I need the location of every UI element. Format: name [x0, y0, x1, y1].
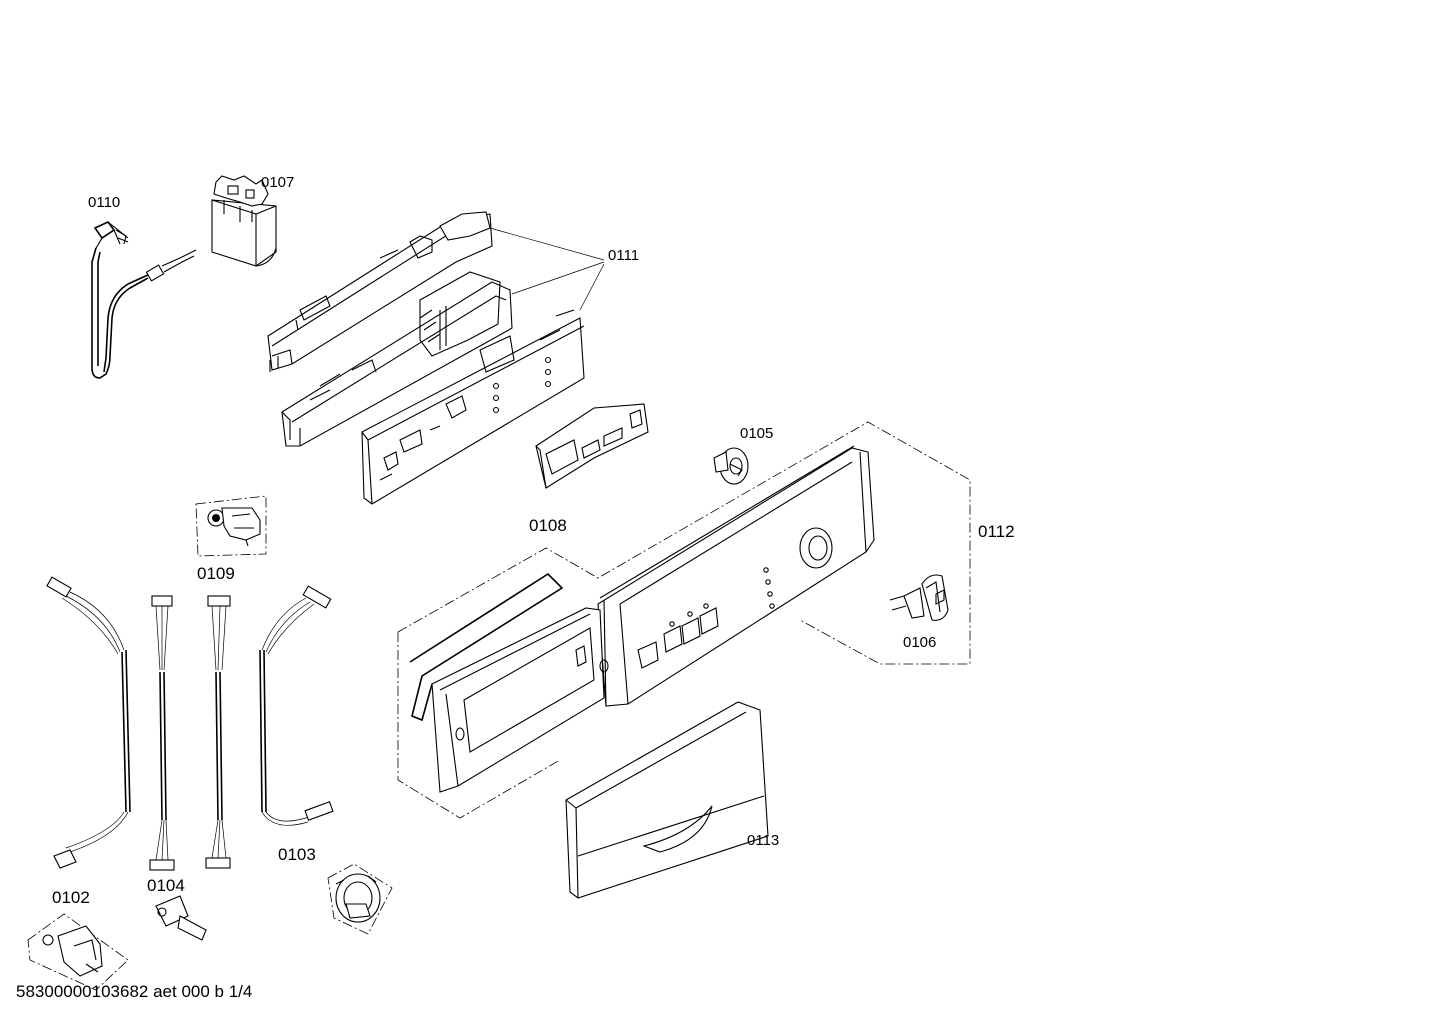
part-label-0103: 0103	[278, 845, 316, 864]
program-selector-knob-drawing	[889, 574, 949, 621]
wiring-harness-pair-drawing	[149, 595, 231, 871]
control-knob-shaft-drawing	[713, 447, 749, 485]
part-label-0109: 0108	[529, 516, 567, 535]
part-label-0113: 0113	[747, 832, 780, 849]
control-panel-assembly-drawing	[397, 421, 971, 819]
small-parts-drawing	[27, 863, 393, 991]
part-label-0110: 0110	[88, 194, 121, 211]
suppression-filter-drawing	[211, 175, 277, 267]
part-label-0111: 0111	[608, 247, 640, 264]
part-label-0108: 0109	[197, 564, 235, 583]
control-module-set-drawing	[267, 211, 605, 505]
wiring-harness-right-drawing	[259, 585, 334, 826]
part-label-0112: 0112	[978, 522, 1015, 541]
switch-module-drawing	[195, 495, 267, 557]
drawing-reference-code: 58300000103682 aet 000 b 1/4	[16, 982, 253, 1001]
drawer-handle-drawing	[565, 701, 769, 899]
mains-cable-drawing	[91, 221, 197, 379]
wiring-harness-left-drawing	[46, 576, 131, 869]
part-label-0104: 0104	[147, 876, 185, 895]
part-label-0105: 0105	[740, 425, 774, 442]
part-label-0107: 0107	[261, 174, 295, 191]
display-board-drawing	[535, 403, 649, 489]
part-label-0102: 0102	[52, 888, 90, 907]
part-label-0106: 0106	[903, 634, 937, 651]
